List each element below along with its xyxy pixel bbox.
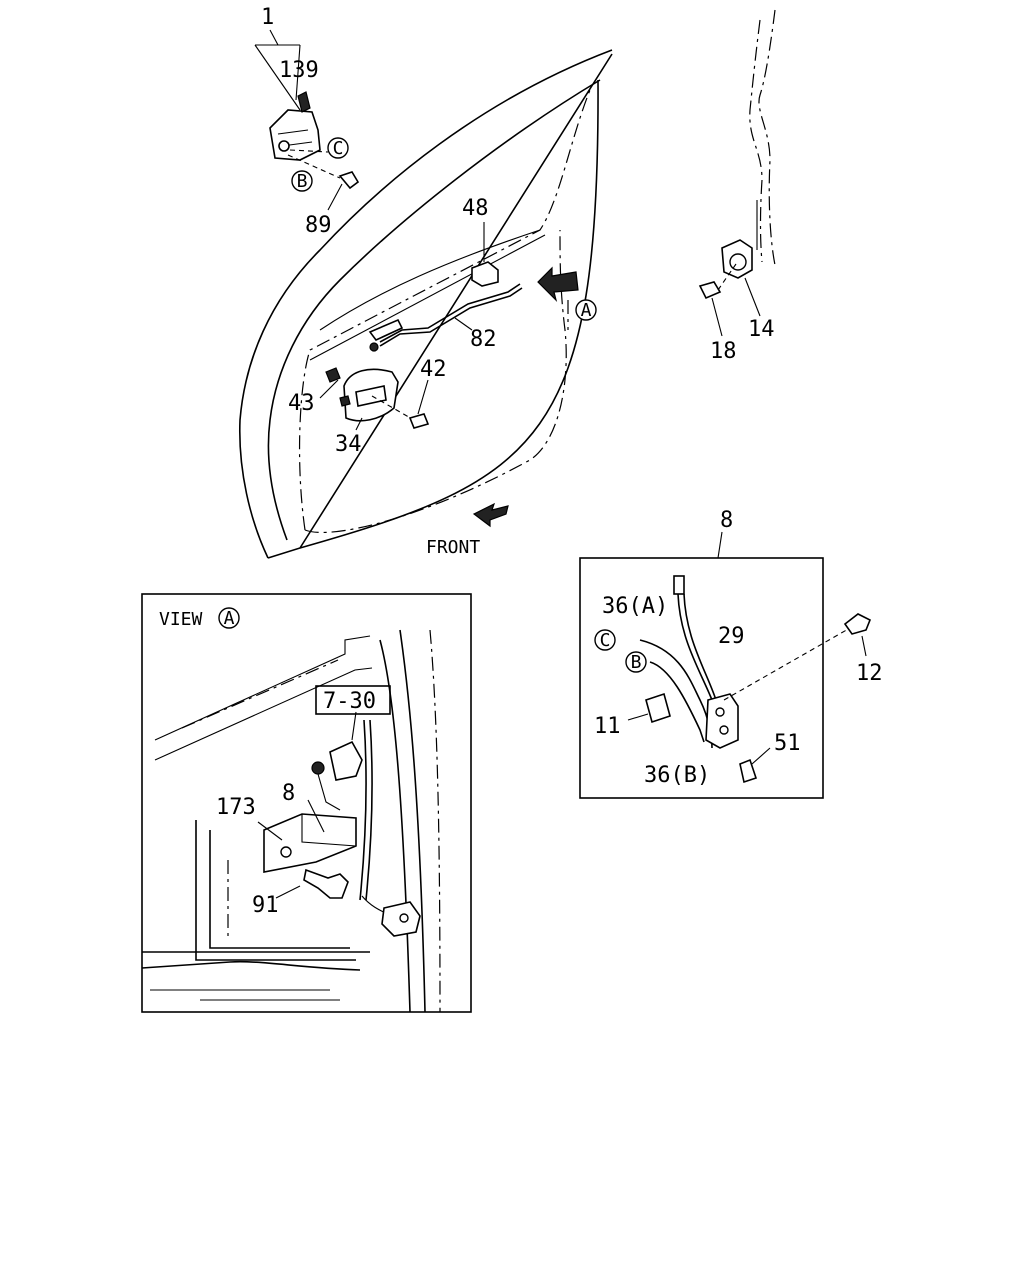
label-front: FRONT xyxy=(426,537,480,558)
striker-assembly xyxy=(698,239,761,337)
marker-b-upper: B xyxy=(291,170,313,192)
view-a-arrow xyxy=(537,266,579,330)
view-a-inset xyxy=(141,593,472,1013)
label-part-51: 51 xyxy=(774,731,801,756)
label-part-12: 12 xyxy=(856,661,883,686)
label-part-29: 29 xyxy=(718,624,745,649)
svg-text:B: B xyxy=(631,652,642,673)
label-part-14: 14 xyxy=(748,317,775,342)
label-part-89: 89 xyxy=(305,213,332,238)
svg-text:B: B xyxy=(297,171,308,192)
pillar-outline xyxy=(749,9,776,266)
svg-text:C: C xyxy=(600,630,611,651)
door-outline xyxy=(238,49,613,559)
label-part-36b: 36(B) xyxy=(644,763,710,788)
label-part-91: 91 xyxy=(252,893,279,918)
label-part-34: 34 xyxy=(335,432,362,457)
marker-a-view: A xyxy=(218,607,240,629)
label-part-36a: 36(A) xyxy=(602,594,668,619)
label-view-part-8: 8 xyxy=(282,781,295,806)
inner-handle-assembly xyxy=(319,222,523,431)
label-part-42: 42 xyxy=(420,357,447,382)
lock-detail-inset xyxy=(579,531,872,799)
label-part-173: 173 xyxy=(216,795,256,820)
label-view-word: VIEW xyxy=(159,609,203,630)
svg-text:A: A xyxy=(581,300,592,321)
svg-text:A: A xyxy=(224,608,235,629)
marker-a-door: A xyxy=(575,299,597,321)
marker-b-inset: B xyxy=(625,651,647,673)
label-part-11: 11 xyxy=(594,714,621,739)
marker-c-upper: C xyxy=(327,137,349,159)
label-ref-7-30: 7-30 xyxy=(323,689,376,714)
upper-lock-assembly xyxy=(254,29,360,211)
svg-text:C: C xyxy=(333,138,344,159)
label-part-8: 8 xyxy=(720,508,733,533)
label-part-139: 139 xyxy=(279,58,319,83)
marker-c-inset: C xyxy=(594,629,616,651)
label-part-43: 43 xyxy=(288,391,315,416)
label-part-1: 1 xyxy=(261,5,274,30)
label-part-18: 18 xyxy=(710,339,737,364)
front-arrow xyxy=(472,502,509,528)
label-part-48: 48 xyxy=(462,196,489,221)
label-part-82: 82 xyxy=(470,327,497,352)
